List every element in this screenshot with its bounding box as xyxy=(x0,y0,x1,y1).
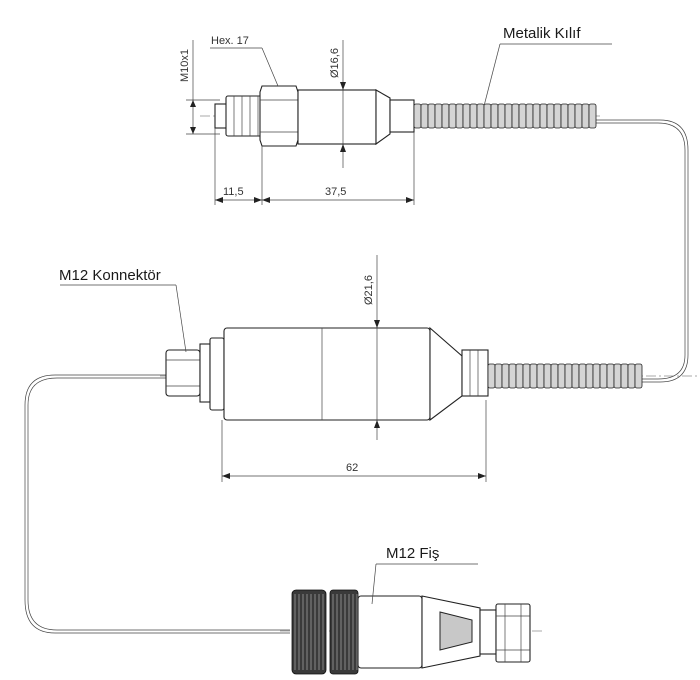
dim-37-5: 37,5 xyxy=(325,186,346,198)
metal-sheath-mid xyxy=(487,363,643,389)
top-sensor xyxy=(200,85,600,147)
dim-11-5: 11,5 xyxy=(223,186,244,198)
dia-small-label: Ø16,6 xyxy=(329,48,341,78)
middle-sensor xyxy=(160,326,700,422)
metal-sheath-top xyxy=(413,103,597,129)
connector-label: M12 Konnektör xyxy=(59,267,161,284)
dia-large-label: Ø21,6 xyxy=(363,275,375,305)
sheath-label: Metalik Kılıf xyxy=(503,25,581,42)
top-dimensions xyxy=(186,40,612,205)
plug-label: M12 Fiş xyxy=(386,545,439,562)
cable-loop xyxy=(24,119,689,634)
m12-plug xyxy=(280,563,545,675)
thread-label: M10x1 xyxy=(179,49,191,82)
dim-62: 62 xyxy=(346,462,358,474)
hex-label: Hex. 17 xyxy=(211,35,249,47)
middle-dimensions xyxy=(60,255,487,482)
